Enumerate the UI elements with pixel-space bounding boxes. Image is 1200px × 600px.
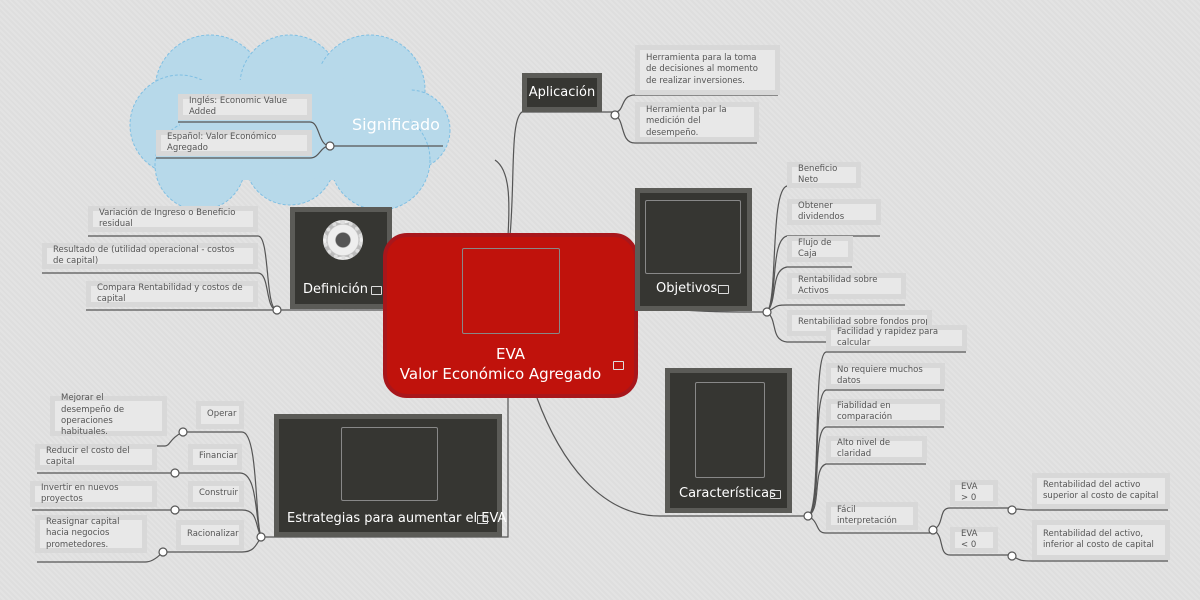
- objetivos-title: Objetivos: [656, 281, 718, 296]
- aplicacion-item[interactable]: Herramienta par la medición del desempeñ…: [635, 102, 759, 142]
- estrategia-label[interactable]: Racionalizar: [176, 520, 244, 550]
- caracteristicas-item[interactable]: Fiabilidad en comparación: [826, 399, 945, 425]
- estrategia-label[interactable]: Operar: [196, 401, 244, 429]
- image-icon: [477, 515, 488, 524]
- gear-icon: [323, 220, 363, 260]
- image-icon: [613, 361, 624, 370]
- estrategia-desc[interactable]: Invertir en nuevos proyectos: [30, 481, 157, 507]
- definicion-node[interactable]: Definición: [290, 207, 392, 309]
- significado-item[interactable]: Inglés: Economic Value Added: [178, 94, 312, 120]
- estrategia-desc[interactable]: Reasignar capital hacia negocios promete…: [35, 515, 147, 553]
- aplicacion-title: Aplicación: [528, 85, 596, 100]
- aplicacion-item[interactable]: Herramienta para la toma de decisiones a…: [635, 45, 780, 95]
- estrategias-image: [341, 427, 438, 501]
- estrategia-label[interactable]: Financiar: [188, 444, 242, 470]
- significado-title[interactable]: Significado: [352, 115, 440, 134]
- eva-negative[interactable]: EVA < 0: [950, 527, 998, 553]
- image-icon: [371, 286, 382, 295]
- caracteristicas-item[interactable]: Facilidad y rapidez para calcular: [826, 325, 967, 351]
- estrategias-node[interactable]: Estrategias para aumentar el EVA: [274, 414, 506, 537]
- definicion-item[interactable]: Variación de Ingreso o Beneficio residua…: [88, 206, 258, 232]
- caracteristicas-item[interactable]: Alto nivel de claridad: [826, 436, 927, 462]
- objetivos-item[interactable]: Obtener dividendos: [787, 199, 881, 225]
- central-subtitle: Valor Económico Agregado: [399, 365, 602, 383]
- central-image: [462, 248, 560, 334]
- objetivos-image: [645, 200, 741, 274]
- definicion-item[interactable]: Resultado de (utilidad operacional - cos…: [42, 243, 258, 269]
- eva-positive[interactable]: EVA > 0: [950, 480, 998, 506]
- caracteristicas-node[interactable]: Características: [665, 368, 792, 513]
- objetivos-item[interactable]: Flujo de Caja: [787, 236, 853, 262]
- estrategia-desc[interactable]: Reducir el costo del capital: [35, 444, 157, 470]
- objetivos-item[interactable]: Beneficio Neto: [787, 162, 861, 188]
- definicion-item[interactable]: Compara Rentabilidad y costos de capital: [86, 281, 258, 307]
- central-title: EVA: [495, 345, 526, 363]
- eva-negative-desc[interactable]: Rentabilidad del activo, inferior al cos…: [1032, 520, 1170, 560]
- central-node[interactable]: EVA Valor Económico Agregado: [383, 233, 638, 398]
- estrategias-title: Estrategias para aumentar el EVA: [287, 511, 507, 526]
- caracteristicas-item[interactable]: Fácil interpretación: [826, 502, 918, 530]
- image-icon: [770, 490, 781, 499]
- caracteristicas-item[interactable]: No requiere muchos datos: [826, 363, 945, 389]
- estrategia-desc[interactable]: Mejorar el desempeño de operaciones habi…: [50, 393, 167, 437]
- objetivos-node[interactable]: Objetivos: [635, 188, 752, 311]
- definicion-title: Definición: [303, 282, 368, 297]
- image-icon: [718, 285, 729, 294]
- aplicacion-node[interactable]: Aplicación: [522, 73, 602, 112]
- estrategia-label[interactable]: Construir: [188, 481, 244, 507]
- eva-positive-desc[interactable]: Rentabilidad del activo superior al cost…: [1032, 473, 1170, 509]
- significado-item[interactable]: Español: Valor Económico Agregado: [156, 130, 312, 156]
- objetivos-item[interactable]: Rentabilidad sobre Activos: [787, 273, 906, 299]
- caracteristicas-image: [695, 382, 765, 478]
- caracteristicas-title: Características: [679, 486, 776, 501]
